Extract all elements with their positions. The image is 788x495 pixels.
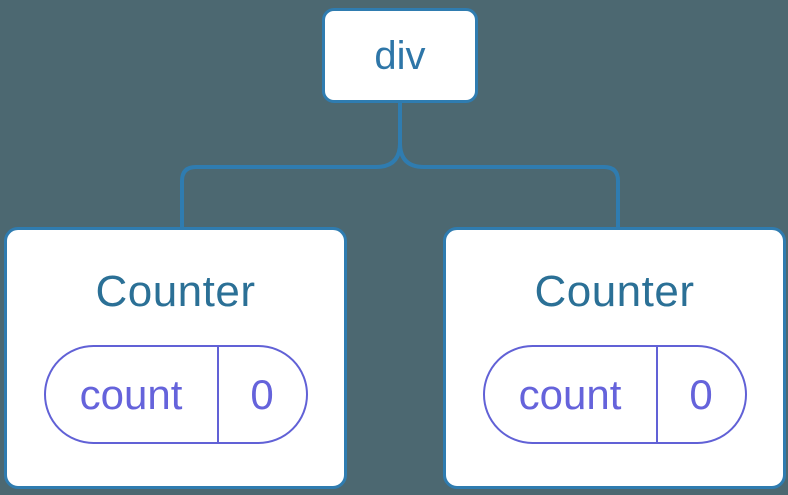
root-node-label: div: [374, 33, 426, 78]
state-value: 0: [250, 370, 274, 418]
state-badge: count 0: [482, 345, 747, 445]
state-value: 0: [689, 370, 713, 418]
counter-title: Counter: [95, 267, 256, 316]
state-name-label: count: [485, 347, 658, 443]
counter-card-right: Counter count 0: [443, 227, 786, 489]
state-badge: count 0: [43, 345, 308, 445]
state-name-label: count: [46, 347, 219, 443]
counter-card-left: Counter count 0: [4, 227, 347, 489]
counter-title: Counter: [534, 267, 695, 316]
connector-right-branch: [398, 103, 620, 227]
tree-node-div: div: [322, 8, 478, 103]
connector-left-branch: [180, 103, 402, 227]
